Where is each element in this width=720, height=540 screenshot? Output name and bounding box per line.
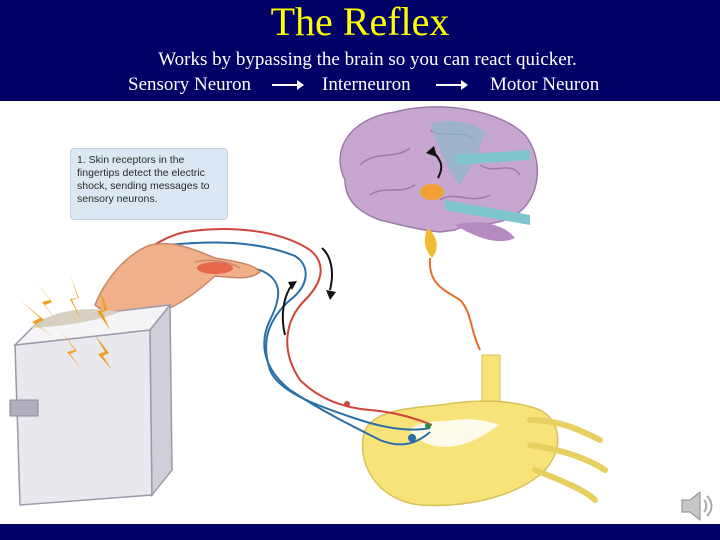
flow-step-sensory: Sensory Neuron [128, 74, 251, 95]
direction-arrow-down [321, 247, 333, 291]
motor-neuron-path [99, 228, 433, 426]
flow-arrow-1 [272, 80, 304, 90]
spinal-cord-section [361, 400, 608, 507]
slide-title: The Reflex [270, 0, 450, 44]
descending-tract [428, 257, 481, 351]
spinal-cord-upper [481, 354, 501, 406]
callout-box: 1. Skin receptors in the fingertips dete… [70, 148, 228, 220]
speaker-icon[interactable] [676, 486, 716, 526]
flow-step-interneuron: Interneuron [322, 74, 411, 95]
flow-arrow-2 [436, 80, 468, 90]
brain-arrows [426, 146, 530, 225]
toaster [9, 302, 173, 506]
sensory-neuron-path [167, 241, 431, 431]
hand [94, 242, 262, 319]
direction-arrow-up [281, 284, 293, 336]
reflex-arc-illustration [9, 106, 608, 507]
electric-spark [20, 275, 112, 370]
footer-bar [0, 524, 720, 540]
callout-text: 1. Skin receptors in the fingertips dete… [77, 154, 210, 205]
flow-step-motor: Motor Neuron [490, 74, 600, 95]
slide-subtitle: Works by bypassing the brain so you can … [158, 49, 577, 70]
brain [339, 106, 538, 258]
title-bar [0, 0, 720, 101]
